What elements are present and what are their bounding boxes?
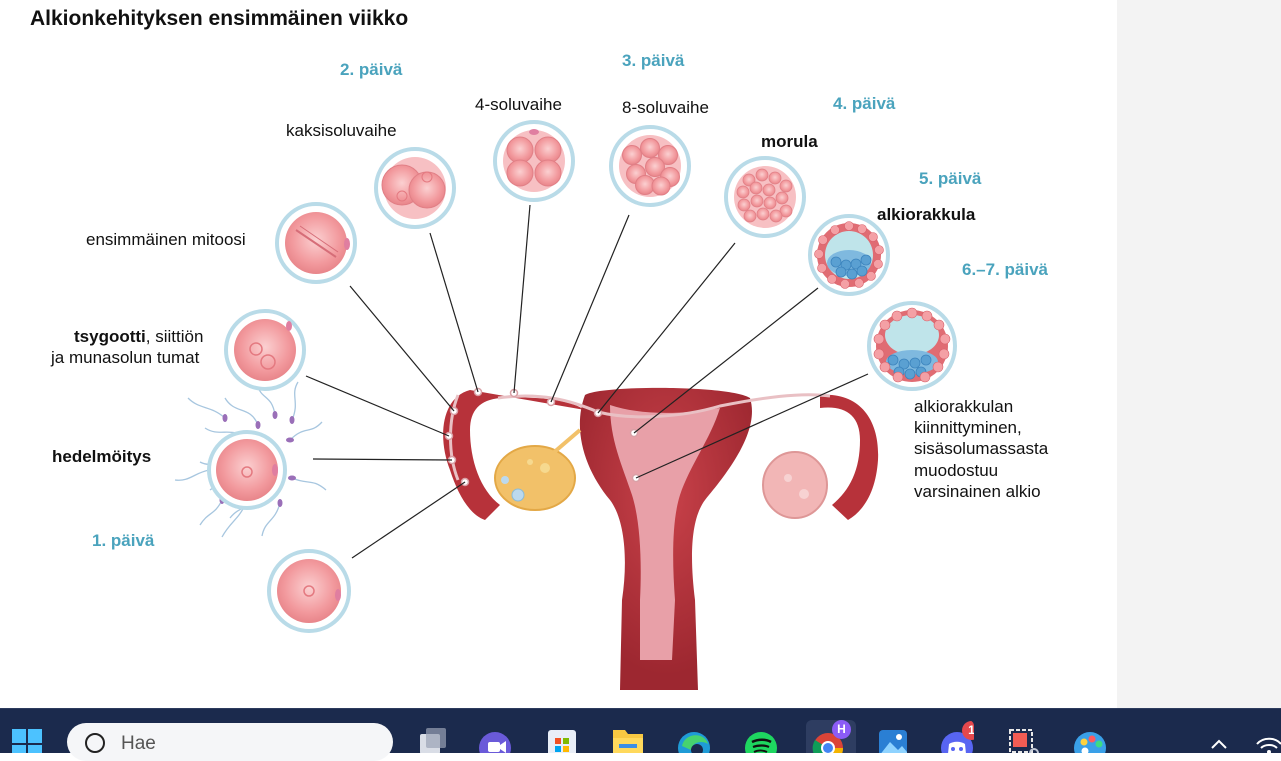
eight-cell-illustration: [611, 127, 689, 205]
discord-notification-badge: 1: [962, 721, 974, 740]
morula-label: morula: [761, 131, 818, 152]
fertilization-illustration: [175, 382, 326, 537]
blastocyst-illustration: [810, 216, 888, 294]
blastocyst-label: alkiorakkula: [877, 204, 975, 225]
four-cell-illustration: [495, 122, 573, 200]
day-5-label: 5. päivä: [919, 168, 981, 189]
day-1-label: 1. päivä: [92, 530, 154, 551]
zygote-label-rest: , siittiön: [146, 327, 204, 346]
zygote-bold-term: tsygootti: [74, 327, 146, 346]
edge-button[interactable]: [677, 720, 711, 753]
snipping-tool-button[interactable]: [1006, 720, 1040, 753]
first-mitosis-label: ensimmäinen mitoosi: [86, 229, 246, 250]
network-button[interactable]: [1253, 720, 1281, 753]
fertilization-label: hedelmöitys: [52, 446, 151, 467]
morula-illustration: [726, 158, 804, 236]
uterus-illustration: [443, 388, 878, 690]
teams-icon: [478, 720, 512, 753]
file-explorer-icon: [611, 720, 645, 753]
photos-button[interactable]: [876, 720, 910, 753]
store-icon: [545, 720, 579, 753]
chrome-button[interactable]: H: [806, 720, 856, 753]
hatching-blastocyst-illustration: [869, 303, 955, 389]
paint-icon: [1073, 720, 1107, 753]
zygote-label: tsygootti, siittiön: [74, 326, 203, 347]
photos-icon: [876, 720, 910, 753]
file-explorer-button[interactable]: [611, 720, 645, 753]
taskbar: Hae: [0, 708, 1281, 753]
four-cell-label: 4-soluvaihe: [475, 94, 562, 115]
start-icon: [10, 720, 44, 753]
discord-button[interactable]: 1: [940, 720, 974, 753]
two-cell-illustration: [376, 149, 454, 227]
chevron-up-icon: [1206, 720, 1232, 753]
implantation-line-1: alkiorakkulan: [914, 396, 1013, 417]
two-cell-label: kaksisoluvaihe: [286, 120, 397, 141]
first-mitosis-illustration: [277, 204, 355, 282]
task-view-icon: [414, 720, 448, 753]
zygote-illustration: [226, 311, 304, 389]
image-viewer-content: Alkionkehityksen ensimmäinen viikko: [0, 0, 1117, 708]
start-button[interactable]: [10, 720, 44, 753]
chrome-profile-badge: H: [832, 720, 851, 739]
side-panel: [1117, 0, 1281, 708]
spotify-button[interactable]: [744, 720, 778, 753]
search-icon: [85, 733, 105, 753]
day-3-label: 3. päivä: [622, 50, 684, 71]
edge-icon: [677, 720, 711, 753]
teams-button[interactable]: [478, 720, 512, 753]
implantation-line-4: muodostuu: [914, 460, 998, 481]
egg-cell-illustration: [269, 551, 349, 631]
zygote-label-line2: ja munasolun tumat: [51, 347, 199, 368]
implantation-line-5: varsinainen alkio: [914, 481, 1041, 502]
wifi-icon: [1253, 720, 1281, 753]
day-6-7-label: 6.–7. päivä: [962, 259, 1048, 280]
store-button[interactable]: [545, 720, 579, 753]
implantation-line-3: sisäsolumassasta: [914, 438, 1048, 459]
taskbar-search-input[interactable]: Hae: [67, 723, 393, 761]
implantation-line-2: kiinnittyminen,: [914, 417, 1022, 438]
task-view-button[interactable]: [414, 720, 448, 753]
snipping-tool-icon: [1006, 720, 1040, 753]
spotify-icon: [744, 720, 778, 753]
day-2-label: 2. päivä: [340, 59, 402, 80]
eight-cell-label: 8-soluvaihe: [622, 97, 709, 118]
show-hidden-icons-button[interactable]: [1206, 720, 1232, 753]
day-4-label: 4. päivä: [833, 93, 895, 114]
paint-button[interactable]: [1073, 720, 1107, 753]
